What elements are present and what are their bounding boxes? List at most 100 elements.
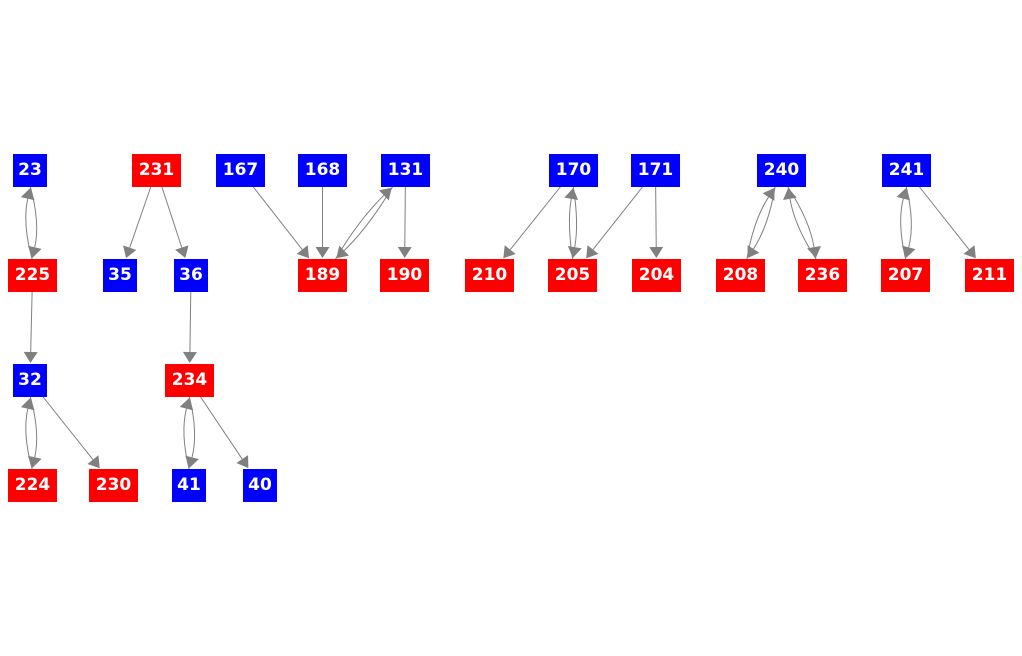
graph-node-label: 189 <box>304 265 341 285</box>
graph-node-41[interactable]: 41 <box>172 469 206 502</box>
graph-node-label: 230 <box>95 475 132 495</box>
graph-node-131[interactable]: 131 <box>381 154 430 187</box>
graph-edge-arrowhead-32-to-224 <box>27 455 42 469</box>
graph-node-label: 241 <box>888 160 925 180</box>
graph-node-label: 225 <box>14 265 51 285</box>
graph-node-label: 234 <box>171 370 208 390</box>
graph-node-label: 36 <box>179 265 203 285</box>
graph-node-32[interactable]: 32 <box>13 364 47 397</box>
graph-edge-arrowhead-224-to-32 <box>20 397 35 411</box>
graph-node-label: 231 <box>138 160 175 180</box>
graph-node-label: 190 <box>386 265 423 285</box>
graph-node-234[interactable]: 234 <box>165 364 214 397</box>
graph-node-205[interactable]: 205 <box>548 259 597 292</box>
graph-edge-arrowhead-170-to-210 <box>503 245 516 259</box>
graph-edge-arrowhead-205-to-170 <box>564 187 579 201</box>
graph-edge-23-to-225 <box>29 186 38 248</box>
graph-edge-arrowhead-23-to-225 <box>27 245 42 259</box>
graph-node-label: 240 <box>763 160 800 180</box>
graph-edge-240-to-208 <box>753 186 776 250</box>
graph-edge-234-to-41 <box>188 396 196 458</box>
graph-edge-205-to-170 <box>568 198 574 260</box>
graph-node-168[interactable]: 168 <box>298 154 347 187</box>
graph-node-label: 208 <box>722 265 759 285</box>
graph-edge-arrowhead-170-to-205 <box>567 245 582 259</box>
graph-node-35[interactable]: 35 <box>103 259 137 292</box>
graph-edge-224-to-32 <box>25 408 33 470</box>
graph-node-225[interactable]: 225 <box>8 259 57 292</box>
graph-node-224[interactable]: 224 <box>8 469 57 502</box>
graph-edge-171-to-205 <box>592 186 643 250</box>
graph-node-label: 131 <box>387 160 424 180</box>
graph-node-240[interactable]: 240 <box>757 154 806 187</box>
graph-edge-arrowhead-131-to-189 <box>336 245 350 259</box>
graph-node-label: 204 <box>638 265 675 285</box>
graph-node-40[interactable]: 40 <box>243 469 277 502</box>
graph-node-171[interactable]: 171 <box>631 154 680 187</box>
graph-node-label: 224 <box>14 475 51 495</box>
graph-node-label: 211 <box>971 265 1008 285</box>
graph-edge-arrowhead-236-to-240 <box>783 187 797 200</box>
graph-edge-36-to-234 <box>189 291 192 353</box>
graph-edge-arrowhead-241-to-211 <box>963 245 976 259</box>
graph-edge-arrowhead-231-to-35 <box>123 245 137 259</box>
graph-edge-240-to-236 <box>787 186 815 248</box>
graph-edge-arrowhead-168-to-189 <box>315 247 330 258</box>
graph-node-label: 170 <box>555 160 592 180</box>
graph-node-label: 171 <box>637 160 674 180</box>
graph-edge-arrowhead-36-to-234 <box>182 351 197 363</box>
graph-node-210[interactable]: 210 <box>465 259 514 292</box>
graph-edge-arrowhead-189-to-131 <box>378 187 392 201</box>
graph-edge-arrowhead-208-to-240 <box>762 187 775 201</box>
graph-node-231[interactable]: 231 <box>132 154 181 187</box>
graph-edge-171-to-204 <box>655 186 657 248</box>
graph-edge-arrowhead-231-to-36 <box>175 245 189 259</box>
graph-node-label: 210 <box>471 265 508 285</box>
graph-edge-170-to-205 <box>572 186 578 248</box>
graph-edge-32-to-224 <box>29 396 38 458</box>
graph-node-204[interactable]: 204 <box>632 259 681 292</box>
graph-node-211[interactable]: 211 <box>965 259 1014 292</box>
graph-edge-arrowhead-241-to-207 <box>901 245 916 259</box>
graph-node-241[interactable]: 241 <box>882 154 931 187</box>
graph-node-207[interactable]: 207 <box>881 259 930 292</box>
graph-edge-arrowhead-225-to-32 <box>23 351 38 363</box>
graph-edge-241-to-207 <box>905 186 912 248</box>
graph-node-208[interactable]: 208 <box>716 259 765 292</box>
graph-edge-236-to-240 <box>789 198 817 260</box>
graph-node-36[interactable]: 36 <box>174 259 208 292</box>
graph-edge-170-to-210 <box>509 186 561 250</box>
graph-node-label: 23 <box>18 160 42 180</box>
graph-node-170[interactable]: 170 <box>549 154 598 187</box>
graph-node-label: 205 <box>554 265 591 285</box>
graph-edge-arrowhead-32-to-230 <box>87 455 100 469</box>
graph-node-167[interactable]: 167 <box>216 154 265 187</box>
graph-node-label: 207 <box>887 265 924 285</box>
graph-node-label: 236 <box>804 265 841 285</box>
graph-node-236[interactable]: 236 <box>798 259 847 292</box>
graph-node-label: 35 <box>108 265 132 285</box>
graph-edge-32-to-230 <box>42 396 94 460</box>
graph-edge-167-to-189 <box>252 186 303 250</box>
graph-edge-arrowhead-240-to-236 <box>807 246 821 259</box>
graph-edge-208-to-240 <box>746 196 769 260</box>
graph-node-190[interactable]: 190 <box>380 259 429 292</box>
graph-node-23[interactable]: 23 <box>13 154 47 187</box>
graph-edge-41-to-234 <box>183 408 190 470</box>
graph-edge-131-to-190 <box>404 186 406 248</box>
graph-node-label: 167 <box>222 160 259 180</box>
graph-edge-207-to-241 <box>900 198 907 260</box>
graph-edge-arrowhead-41-to-234 <box>179 397 194 411</box>
graph-node-189[interactable]: 189 <box>298 259 347 292</box>
graph-edge-231-to-35 <box>129 186 152 248</box>
graph-node-label: 168 <box>304 160 341 180</box>
graph-edge-arrowhead-234-to-40 <box>236 455 249 469</box>
graph-node-230[interactable]: 230 <box>89 469 138 502</box>
graph-edge-189-to-131 <box>335 195 385 260</box>
graph-edge-arrowhead-171-to-204 <box>649 246 664 258</box>
graph-edge-arrowhead-167-to-189 <box>296 245 309 259</box>
graph-edge-225-to-32 <box>30 291 33 353</box>
graph-edge-arrowhead-207-to-241 <box>896 187 911 201</box>
graph-edge-arrowhead-171-to-205 <box>586 245 599 259</box>
